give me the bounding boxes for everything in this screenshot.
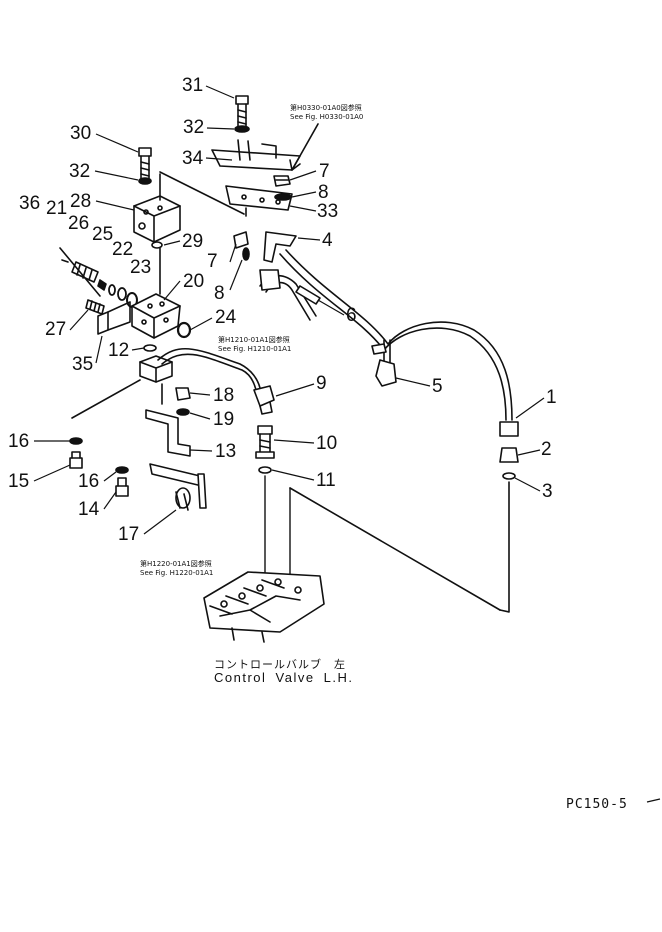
bolt-15 — [69, 451, 83, 469]
part-number-16: 16 — [8, 431, 30, 452]
ref-bottom-en: See Fig. H1220-01A1 — [140, 569, 214, 577]
model-label: PC150-5 — [566, 797, 628, 812]
part-number-14: 14 — [78, 499, 100, 520]
nut-7-top — [273, 175, 291, 187]
fitting-2 — [499, 447, 519, 463]
part-number-16b: 16 — [78, 471, 100, 492]
clamp-5 — [371, 343, 397, 387]
nut-7-mid — [233, 231, 249, 249]
part-number-17: 17 — [118, 524, 140, 545]
nut-18 — [175, 387, 191, 401]
bracket-4 — [263, 231, 297, 263]
part-number-9: 9 — [316, 373, 327, 394]
part-number-32: 32 — [183, 117, 205, 138]
part-number-33: 33 — [317, 201, 339, 222]
tick-mark — [646, 798, 661, 803]
part-number-28: 28 — [70, 191, 92, 212]
part-number-27: 27 — [45, 319, 67, 340]
part-number-11: 11 — [316, 470, 336, 491]
spring-26 — [97, 279, 107, 291]
part-number-36: 36 — [19, 193, 41, 214]
clamp-17 — [149, 463, 207, 511]
check-valve-21 — [61, 259, 99, 283]
part-number-8b: 8 — [214, 283, 225, 304]
part-number-35: 35 — [72, 354, 94, 375]
part-number-19: 19 — [213, 409, 235, 430]
part-number-21: 21 — [46, 198, 68, 219]
part-number-13: 13 — [215, 441, 237, 462]
part-number-7: 7 — [319, 161, 330, 182]
part-number-5: 5 — [432, 376, 443, 397]
oring-11 — [258, 466, 272, 474]
part-number-25: 25 — [92, 224, 114, 245]
ref-bottom-jp: 第H1220-01A1図参照 — [140, 560, 212, 568]
connector-10 — [255, 425, 275, 459]
bracket-35 — [97, 301, 131, 335]
part-number-29: 29 — [182, 231, 204, 252]
bolt-30 — [138, 147, 152, 179]
part-number-26: 26 — [68, 213, 90, 234]
part-number-3: 3 — [542, 481, 553, 502]
bolt-31 — [235, 95, 249, 127]
part-number-32b: 32 — [69, 161, 91, 182]
oring-29 — [151, 241, 163, 249]
washer-8-top — [274, 193, 292, 201]
ref-top-en: See Fig. H0330-01A0 — [290, 113, 364, 121]
control-valve-label-en: Control Valve L.H. — [214, 670, 354, 685]
part-number-23: 23 — [130, 257, 152, 278]
part-number-18: 18 — [213, 385, 235, 406]
part-number-24: 24 — [215, 307, 237, 328]
part-number-8: 8 — [318, 182, 329, 203]
washer-32-left — [138, 177, 152, 185]
washer-8-mid — [242, 247, 250, 261]
washer-16-right — [115, 466, 129, 474]
hose-6 — [259, 269, 321, 321]
part-number-15: 15 — [8, 471, 30, 492]
plate-33 — [225, 185, 293, 211]
part-number-31: 31 — [182, 75, 204, 96]
tube-end-1 — [499, 421, 519, 437]
ref-middle-jp: 第H1210-01A1図参照 — [218, 336, 290, 344]
washer-19 — [176, 408, 190, 416]
part-number-22: 22 — [112, 239, 134, 260]
part-number-34: 34 — [182, 148, 204, 169]
control-valve — [203, 571, 325, 643]
part-number-10: 10 — [316, 433, 338, 454]
oring-25 — [108, 284, 116, 296]
part-number-2: 2 — [541, 439, 552, 460]
block-28 — [133, 195, 181, 243]
washer-32-top — [234, 125, 250, 133]
elbow-9 — [253, 385, 275, 415]
ref-middle-en: See Fig. H1210-01A1 — [218, 345, 292, 353]
part-number-20: 20 — [183, 271, 205, 292]
part-number-1: 1 — [546, 387, 557, 408]
part-number-12: 12 — [108, 340, 130, 361]
ref-top-jp: 第H0330-01A0図参照 — [290, 104, 362, 112]
control-valve-label-jp: コントロールバルブ 左 — [214, 658, 346, 671]
part-number-7b: 7 — [207, 251, 218, 272]
part-number-6: 6 — [346, 305, 357, 326]
part-number-30: 30 — [70, 123, 92, 144]
oring-3 — [502, 472, 516, 480]
bracket-13 — [145, 409, 191, 457]
oring-22 — [117, 287, 127, 301]
part-number-4: 4 — [322, 230, 333, 251]
